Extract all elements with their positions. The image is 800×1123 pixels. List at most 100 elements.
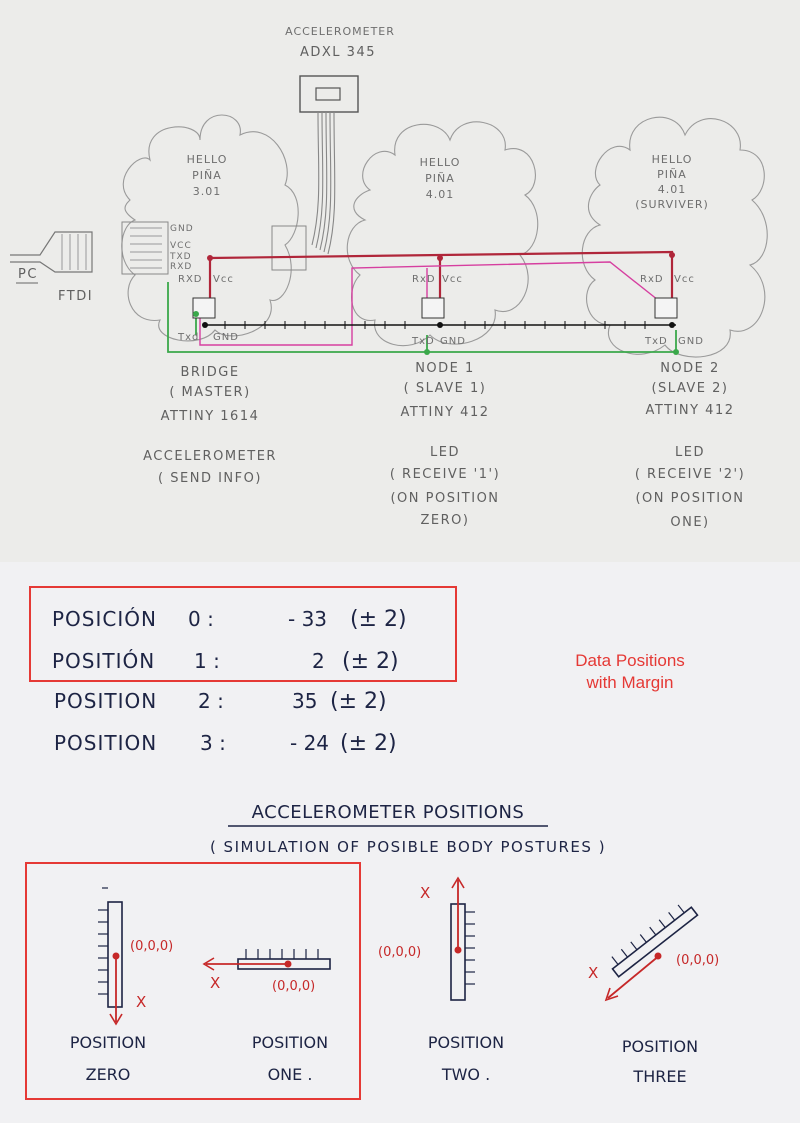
gnd-ticks bbox=[224, 321, 646, 329]
svg-text:POSITION: POSITION bbox=[70, 1033, 146, 1052]
svg-text:(SURVIVER): (SURVIVER) bbox=[635, 198, 709, 211]
board-cloud-1 bbox=[121, 114, 299, 342]
board-1-labels: HELLO PIÑA 3.01 bbox=[187, 153, 228, 198]
svg-text:THREE: THREE bbox=[632, 1067, 686, 1086]
position-row-1: POSITIÓN 1 : 2 (± 2) bbox=[52, 649, 399, 674]
svg-text:ATTINY 1614: ATTINY 1614 bbox=[161, 409, 260, 424]
svg-text:0 :: 0 : bbox=[188, 607, 214, 631]
svg-text:Vcc: Vcc bbox=[213, 274, 234, 285]
svg-text:POSITIÓN: POSITIÓN bbox=[52, 649, 155, 673]
svg-text:PIÑA: PIÑA bbox=[657, 168, 687, 181]
svg-text:(ON POSITION: (ON POSITION bbox=[390, 491, 499, 506]
board-cloud-3 bbox=[581, 116, 768, 358]
svg-text:(0,0,0): (0,0,0) bbox=[676, 953, 719, 968]
svg-text:GND: GND bbox=[213, 332, 239, 343]
svg-text:- 33: - 33 bbox=[288, 607, 327, 631]
board-cloud-2 bbox=[346, 121, 539, 347]
svg-text:(0,0,0): (0,0,0) bbox=[130, 939, 173, 954]
board-2-labels: HELLO PIÑA 4.01 bbox=[420, 156, 461, 201]
svg-text:( RECEIVE '1'): ( RECEIVE '1') bbox=[390, 467, 500, 482]
svg-text:RXD: RXD bbox=[170, 262, 192, 272]
svg-text:( RECEIVE '2'): ( RECEIVE '2') bbox=[635, 467, 745, 482]
svg-text:(± 2): (± 2) bbox=[342, 649, 399, 674]
svg-text:POSITION: POSITION bbox=[622, 1037, 698, 1056]
note-line-2: with Margin bbox=[586, 673, 674, 692]
accelerometer-model: ADXL 345 bbox=[300, 45, 376, 60]
svg-text:TxD: TxD bbox=[411, 336, 435, 347]
caption-board-1: BRIDGE ( MASTER) ATTINY 1614 ACCELEROMET… bbox=[143, 365, 277, 486]
svg-text:(± 2): (± 2) bbox=[340, 731, 397, 756]
svg-text:( SLAVE 1): ( SLAVE 1) bbox=[404, 381, 487, 396]
svg-text:ONE .: ONE . bbox=[268, 1065, 313, 1084]
svg-text:ATTINY 412: ATTINY 412 bbox=[646, 403, 735, 418]
svg-text:(0,0,0): (0,0,0) bbox=[272, 979, 315, 994]
ftdi-label: FTDI bbox=[58, 289, 93, 304]
position-row-2: POSITION 2 : 35 (± 2) bbox=[54, 689, 387, 714]
svg-text:X: X bbox=[136, 993, 146, 1011]
svg-text:GND: GND bbox=[678, 336, 704, 347]
svg-text:Vcc: Vcc bbox=[442, 274, 463, 285]
svg-text:VCC: VCC bbox=[170, 241, 192, 251]
pink-wire bbox=[199, 261, 659, 346]
svg-text:POSICIÓN: POSICIÓN bbox=[52, 607, 157, 631]
svg-text:NODE 2: NODE 2 bbox=[660, 361, 720, 376]
accelerometer-module: ACCELEROMETER ADXL 345 bbox=[285, 25, 394, 255]
positions-drawing: POSICIÓN 0 : - 33 (± 2) POSITIÓN 1 : 2 (… bbox=[52, 607, 719, 1086]
svg-text:HELLO: HELLO bbox=[420, 156, 461, 169]
svg-text:LED: LED bbox=[430, 445, 460, 460]
ftdi-header: GND VCC TXD RXD bbox=[121, 221, 307, 275]
svg-text:Vcc: Vcc bbox=[674, 274, 695, 285]
svg-text:LED: LED bbox=[675, 445, 705, 460]
sketch-position-zero: (0,0,0) X POSITION ZERO bbox=[70, 887, 173, 1084]
svg-text:(± 2): (± 2) bbox=[350, 607, 407, 632]
svg-text:TWO .: TWO . bbox=[441, 1065, 490, 1084]
svg-text:TXD: TXD bbox=[169, 252, 192, 262]
svg-text:Txd: Txd bbox=[177, 332, 199, 343]
section-subtitle: ( SIMULATION OF POSIBLE BODY POSTURES ) bbox=[210, 838, 606, 856]
svg-text:HELLO: HELLO bbox=[187, 153, 228, 166]
svg-text:X: X bbox=[588, 964, 598, 982]
sketch-position-three: (0,0,0) X POSITION THREE bbox=[588, 904, 719, 1086]
svg-text:GND: GND bbox=[440, 336, 466, 347]
svg-text:- 24: - 24 bbox=[290, 731, 329, 755]
svg-text:POSITION: POSITION bbox=[54, 689, 157, 713]
svg-text:(SLAVE 2): (SLAVE 2) bbox=[651, 381, 728, 396]
svg-text:ZERO): ZERO) bbox=[421, 513, 470, 528]
svg-text:2: 2 bbox=[312, 649, 325, 673]
svg-text:35: 35 bbox=[292, 689, 317, 713]
svg-text:( MASTER): ( MASTER) bbox=[169, 385, 250, 400]
data-positions-note: Data Positions with Margin bbox=[540, 650, 720, 694]
section-title: ACCELEROMETER POSITIONS bbox=[252, 802, 525, 823]
svg-text:POSITION: POSITION bbox=[252, 1033, 328, 1052]
svg-text:POSITION: POSITION bbox=[54, 731, 157, 755]
position-row-3: POSITION 3 : - 24 (± 2) bbox=[54, 731, 397, 756]
svg-text:RxD: RxD bbox=[640, 274, 664, 285]
svg-text:3 :: 3 : bbox=[200, 731, 226, 755]
pc-label: PC bbox=[18, 267, 38, 282]
svg-text:2 :: 2 : bbox=[198, 689, 224, 713]
green-txd-wire bbox=[167, 282, 677, 353]
svg-text:PIÑA: PIÑA bbox=[425, 172, 455, 185]
caption-board-3: NODE 2 (SLAVE 2) ATTINY 412 LED ( RECEIV… bbox=[635, 361, 745, 530]
svg-text:HELLO: HELLO bbox=[652, 153, 693, 166]
chip-1: RXD Vcc Txd GND bbox=[177, 255, 239, 343]
svg-text:ONE): ONE) bbox=[670, 515, 709, 530]
board-3-labels: HELLO PIÑA 4.01 (SURVIVER) bbox=[635, 153, 709, 211]
svg-text:X: X bbox=[420, 884, 430, 902]
svg-text:PIÑA: PIÑA bbox=[192, 169, 222, 182]
highlight-box-sketches bbox=[25, 862, 361, 1100]
svg-text:1 :: 1 : bbox=[194, 649, 220, 673]
ftdi-cable: PC FTDI bbox=[10, 231, 93, 304]
svg-text:POSITION: POSITION bbox=[428, 1033, 504, 1052]
svg-text:ZERO: ZERO bbox=[86, 1065, 131, 1084]
chip-3: RxD Vcc TxD GND bbox=[640, 252, 704, 355]
svg-text:(0,0,0): (0,0,0) bbox=[378, 945, 421, 960]
svg-text:4.01: 4.01 bbox=[426, 188, 455, 201]
svg-text:RxD: RxD bbox=[412, 274, 436, 285]
highlight-box-positions bbox=[29, 586, 457, 682]
svg-text:3.01: 3.01 bbox=[193, 185, 222, 198]
svg-text:ACCELEROMETER: ACCELEROMETER bbox=[143, 449, 277, 464]
sketch-position-two: (0,0,0) X POSITION TWO . bbox=[378, 876, 504, 1084]
svg-text:RXD: RXD bbox=[178, 274, 203, 285]
svg-text:( SEND INFO): ( SEND INFO) bbox=[158, 471, 262, 486]
